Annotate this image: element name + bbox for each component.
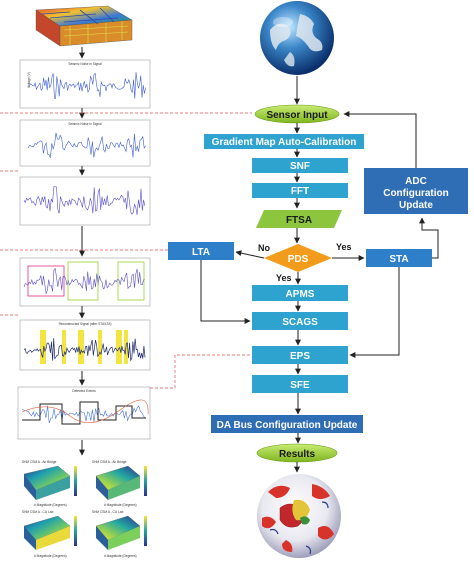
gradient-map-node: Gradient Map Auto-Calibration [204, 134, 364, 149]
event-bar [78, 330, 84, 364]
plot2-signal [27, 132, 146, 159]
plot6-signal [21, 405, 146, 424]
heatmap-4: SHM CSM A - CU Lab # Magnitude (Degrees) [92, 510, 147, 558]
plot-reconstructed-signal: Reconstructed Signal (after STA/LTA) [19, 319, 151, 371]
cube-visualization [35, 5, 133, 47]
plot1-signal [27, 72, 146, 99]
event-bar [62, 330, 66, 364]
da-bus-label: DA Bus Configuration Update [217, 420, 358, 431]
apms-node: APMS [252, 285, 348, 301]
heatmap-1: SHM CSM A - Air Bridge # Magnitude (Degr… [22, 460, 77, 507]
feedback-arrow [343, 111, 417, 168]
lta-node: LTA [168, 242, 234, 260]
plot6-title: Detected Events [72, 389, 96, 393]
results-node: Results [256, 443, 338, 463]
flow-arrow [419, 217, 439, 259]
snf-node: SNF [252, 158, 348, 173]
fft-node: FFT [252, 183, 348, 198]
plot6-event-step [22, 401, 146, 425]
adc-config-node: ADC Configuration Update [364, 168, 468, 214]
gradient-map-label: Gradient Map Auto-Calibration [212, 137, 357, 148]
sensor-input-node: Sensor Input [254, 104, 340, 124]
heatmap-2: SHM CSM A - Air Bridge # Magnitude (Degr… [92, 460, 147, 507]
plot2-title: Seismic Noise in Signal [68, 122, 102, 126]
plot4-signal [23, 267, 146, 295]
heatmap-3: SHM CSM A - CU Lab # Magnitude (Degrees) [22, 510, 77, 558]
map1-title: SHM CSM A - Air Bridge [22, 460, 57, 464]
plot-detected-events: Detected Events [17, 386, 151, 440]
results-label: Results [279, 449, 316, 460]
adc-line1: ADC [405, 176, 427, 187]
flow-arrow [235, 250, 265, 259]
map2-title: SHM CSM A - Air Bridge [92, 460, 127, 464]
dashed-connectors [0, 112, 252, 389]
da-bus-node: DA Bus Configuration Update [211, 415, 363, 433]
map1-caption: # Magnitude (Degrees) [34, 503, 67, 507]
plot5-title: Reconstructed Signal (after STA/LTA) [59, 322, 112, 326]
window-marker [117, 261, 145, 301]
eps-node: EPS [252, 346, 348, 364]
flow-arrow [200, 260, 251, 324]
pds-label: PDS [288, 254, 309, 265]
snf-label: SNF [290, 161, 310, 172]
apms-label: APMS [286, 289, 315, 300]
no-label: No [258, 243, 270, 253]
sta-label: STA [389, 254, 408, 265]
earth-globe-icon [260, 1, 334, 75]
heatmap-grid: SHM CSM A - Air Bridge # Magnitude (Degr… [22, 460, 147, 558]
map3-caption: # Magnitude (Degrees) [34, 554, 67, 558]
sfe-label: SFE [290, 380, 310, 391]
event-bar [98, 330, 102, 364]
ftsa-label: FTSA [286, 215, 312, 226]
sensor-input-label: Sensor Input [266, 110, 328, 121]
plot1-ylabel: Voltage (V) [27, 72, 31, 88]
yes-right-label: Yes [336, 242, 352, 252]
map2-caption: # Magnitude (Degrees) [104, 503, 137, 507]
plot1-title: Seismic Noise in Signal [68, 62, 102, 66]
earth-cross-section-icon [257, 474, 341, 558]
plot-filtered-signal [19, 176, 151, 226]
lta-label: LTA [192, 247, 210, 258]
plot-pds-windows [19, 257, 151, 307]
plot-seismic-noise-1: Seismic Noise in Signal Voltage (V) [19, 59, 151, 109]
map4-caption: # Magnitude (Degrees) [104, 554, 137, 558]
scags-node: SCAGS [252, 312, 348, 330]
pds-decision-node: PDS [264, 244, 332, 272]
plot5-signal [23, 338, 146, 362]
plot6-trend [21, 399, 149, 423]
sta-node: STA [366, 249, 432, 267]
event-bar [116, 330, 122, 364]
fft-label: FFT [291, 186, 309, 197]
map4-title: SHM CSM A - CU Lab [92, 510, 124, 514]
eps-label: EPS [290, 351, 310, 362]
plot3-signal [23, 186, 146, 215]
adc-line2: Configuration [383, 188, 449, 199]
ftsa-node: FTSA [256, 210, 342, 228]
event-bar [40, 330, 46, 364]
window-marker [27, 265, 65, 297]
window-marker [67, 261, 99, 301]
adc-line3: Update [399, 200, 433, 211]
map3-title: SHM CSM A - CU Lab [22, 510, 54, 514]
scags-label: SCAGS [282, 317, 318, 328]
yes-down-label: Yes [276, 273, 292, 283]
sfe-node: SFE [252, 375, 348, 393]
plot-seismic-noise-2: Seismic Noise in Signal [19, 119, 151, 167]
flow-arrow [349, 267, 400, 358]
